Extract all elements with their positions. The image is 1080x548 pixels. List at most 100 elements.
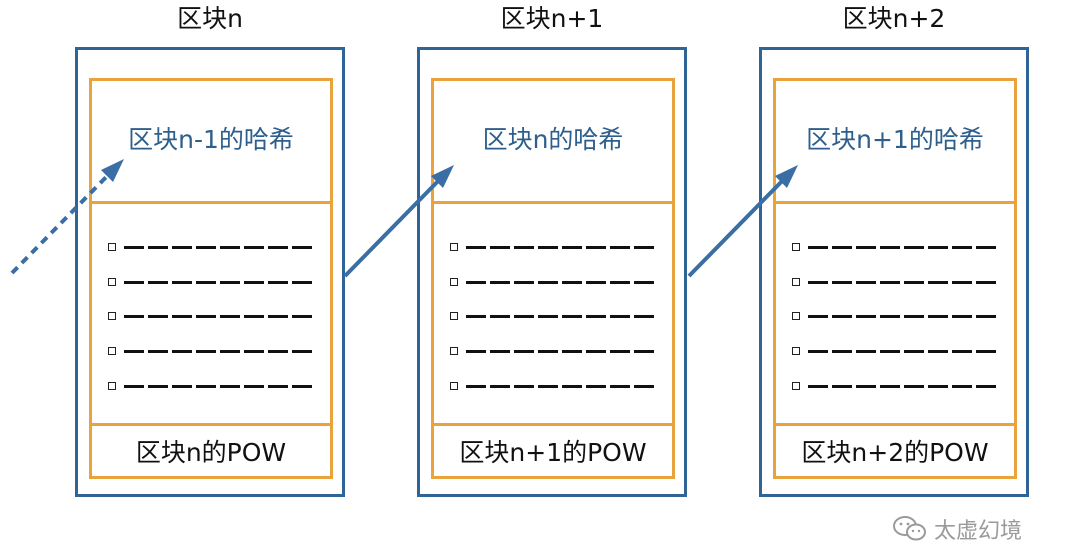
transaction-dash bbox=[952, 246, 972, 249]
transaction-dash bbox=[514, 246, 534, 249]
bullet-icon bbox=[450, 243, 458, 251]
bullet-icon bbox=[450, 278, 458, 286]
transaction-dash bbox=[490, 350, 510, 353]
transaction-dash bbox=[904, 385, 924, 388]
transaction-dash bbox=[832, 350, 852, 353]
pow-label: 区块n的POW bbox=[135, 438, 287, 467]
transaction-dash bbox=[268, 350, 288, 353]
transaction-dash bbox=[148, 315, 168, 318]
transactions-section bbox=[434, 204, 672, 426]
wechat-icon bbox=[893, 516, 926, 541]
transaction-dash bbox=[196, 385, 216, 388]
transaction-dash bbox=[952, 350, 972, 353]
bullet-icon bbox=[108, 278, 116, 286]
transaction-dash bbox=[928, 350, 948, 353]
block-inner: 区块n-1的哈希 区块n的POW bbox=[89, 78, 333, 479]
transaction-dash bbox=[634, 385, 654, 388]
transaction-dash bbox=[244, 385, 264, 388]
transactions-section bbox=[776, 204, 1014, 426]
transactions-section bbox=[92, 204, 330, 426]
transaction-dash bbox=[244, 350, 264, 353]
transaction-dash bbox=[856, 385, 876, 388]
incoming-arrowhead bbox=[101, 159, 124, 182]
transaction-dash bbox=[904, 350, 924, 353]
transaction-dash bbox=[856, 281, 876, 284]
transaction-dash bbox=[808, 315, 828, 318]
transaction-dash bbox=[538, 281, 558, 284]
transaction-dash bbox=[808, 246, 828, 249]
transaction-dash bbox=[880, 281, 900, 284]
transaction-dash bbox=[220, 350, 240, 353]
bullet-icon bbox=[450, 312, 458, 320]
pow-section: 区块n+2的POW bbox=[776, 426, 1014, 476]
transaction-dash bbox=[292, 246, 312, 249]
transaction-dash bbox=[514, 281, 534, 284]
watermark-text: 太虚幻境 bbox=[934, 519, 1023, 544]
transaction-dash bbox=[490, 315, 510, 318]
transaction-dash bbox=[268, 385, 288, 388]
transaction-dash bbox=[196, 281, 216, 284]
bullet-icon bbox=[108, 347, 116, 355]
bullet-icon bbox=[450, 382, 458, 390]
transaction-dash bbox=[856, 350, 876, 353]
transaction-dash bbox=[196, 246, 216, 249]
transaction-dash bbox=[148, 350, 168, 353]
transaction-dash bbox=[808, 350, 828, 353]
pow-section: 区块n+1的POW bbox=[434, 426, 672, 476]
block-title: 区块n+1 bbox=[500, 4, 604, 33]
prev-hash-label: 区块n+1的哈希 bbox=[806, 125, 984, 154]
transaction-dash bbox=[292, 350, 312, 353]
transaction-dash bbox=[586, 281, 606, 284]
transaction-dash bbox=[976, 385, 996, 388]
transaction-dash bbox=[538, 246, 558, 249]
transaction-dash bbox=[856, 246, 876, 249]
transaction-dash bbox=[124, 246, 144, 249]
prev-hash-section: 区块n的哈希 bbox=[434, 81, 672, 204]
transaction-dash bbox=[610, 350, 630, 353]
watermark: 太虚幻境 bbox=[892, 514, 1022, 544]
block: 区块n-1的哈希 区块n的POW bbox=[75, 47, 345, 497]
transaction-dash bbox=[856, 315, 876, 318]
transaction-dash bbox=[172, 281, 192, 284]
transaction-dash bbox=[610, 246, 630, 249]
transaction-dash bbox=[490, 246, 510, 249]
transaction-dash bbox=[586, 246, 606, 249]
transaction-dash bbox=[808, 281, 828, 284]
transaction-dash bbox=[538, 385, 558, 388]
hash-link-arrowhead bbox=[431, 165, 454, 188]
transaction-dash bbox=[220, 246, 240, 249]
prev-hash-section: 区块n+1的哈希 bbox=[776, 81, 1014, 204]
incoming-hash-arrow-dashed bbox=[10, 165, 118, 275]
pow-section: 区块n的POW bbox=[92, 426, 330, 476]
transaction-dash bbox=[586, 350, 606, 353]
transaction-dash bbox=[172, 315, 192, 318]
transaction-dash bbox=[490, 281, 510, 284]
transaction-dash bbox=[268, 315, 288, 318]
hash-link-arrow bbox=[343, 172, 447, 278]
transaction-dash bbox=[808, 385, 828, 388]
transaction-dash bbox=[148, 246, 168, 249]
transaction-dash bbox=[268, 281, 288, 284]
pow-label: 区块n+2的POW bbox=[801, 438, 989, 467]
transaction-dash bbox=[952, 315, 972, 318]
prev-hash-label: 区块n的哈希 bbox=[482, 125, 624, 154]
transaction-dash bbox=[928, 281, 948, 284]
transaction-dash bbox=[610, 315, 630, 318]
prev-hash-section: 区块n-1的哈希 bbox=[92, 81, 330, 204]
transaction-dash bbox=[514, 350, 534, 353]
bullet-icon bbox=[108, 243, 116, 251]
transaction-dash bbox=[928, 246, 948, 249]
transaction-dash bbox=[268, 246, 288, 249]
transaction-dash bbox=[976, 350, 996, 353]
transaction-dash bbox=[562, 246, 582, 249]
transaction-dash bbox=[634, 246, 654, 249]
bullet-icon bbox=[108, 312, 116, 320]
transaction-dash bbox=[538, 315, 558, 318]
transaction-dash bbox=[466, 350, 486, 353]
transaction-dash bbox=[244, 315, 264, 318]
bullet-icon bbox=[792, 243, 800, 251]
transaction-dash bbox=[562, 350, 582, 353]
transaction-dash bbox=[172, 350, 192, 353]
transaction-dash bbox=[832, 385, 852, 388]
